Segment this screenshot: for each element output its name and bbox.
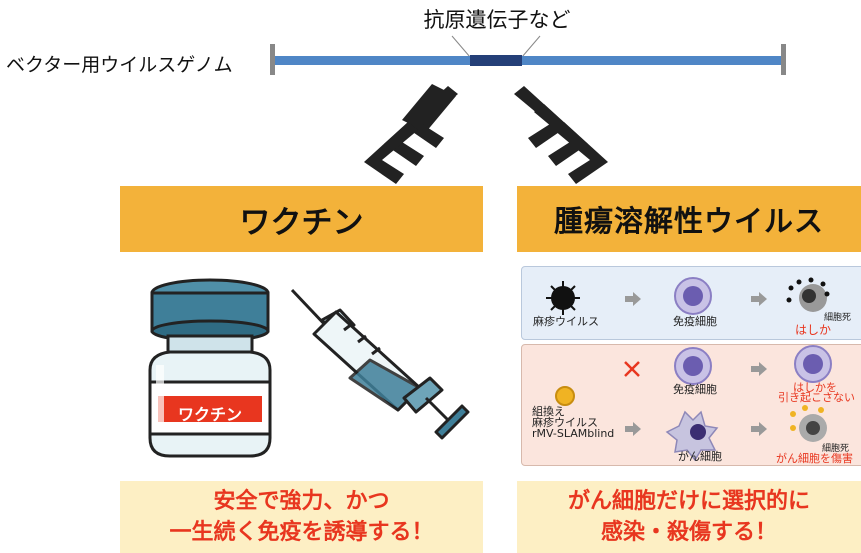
vaccine-summary: 安全で強力、かつ 一生続く免疫を誘導する！ xyxy=(120,481,483,553)
oncolytic-diagram xyxy=(546,277,832,462)
immune-cell-label: 免疫細胞 xyxy=(673,315,717,328)
vaccine-vial-icon xyxy=(148,278,272,458)
immune-cell-label: 免疫細胞 xyxy=(673,383,717,396)
cell-death-icon xyxy=(786,277,830,312)
arrow-icon xyxy=(625,422,641,436)
measles-virus-icon xyxy=(546,281,580,315)
right-chevrons xyxy=(514,86,608,184)
vaccine-summary-line1: 安全で強力、かつ xyxy=(213,489,390,514)
measles-disease-label: はしか xyxy=(795,323,832,337)
recombinant-virus-label-line3: rMV-SLAMblind xyxy=(532,427,615,440)
oncolytic-virus-title: 腫瘍溶解性ウイルス xyxy=(517,186,861,252)
cancer-cell-damage-label: がん細胞を傷害 xyxy=(776,452,853,465)
vaccine-illustration xyxy=(148,278,470,458)
immune-cell-icon xyxy=(674,347,712,385)
arrow-icon xyxy=(751,362,767,376)
cell-death-label: 細胞死 xyxy=(824,313,852,323)
arrow-icon xyxy=(625,292,641,306)
antigen-gene-label: 抗原遺伝子など xyxy=(423,8,571,32)
syringe-icon xyxy=(290,288,470,440)
vaccine-summary-line2: 一生続く免疫を誘導する！ xyxy=(169,520,434,545)
recombinant-virus-label-line1: 組換え xyxy=(532,405,565,418)
measles-virus-label: 麻疹ウイルス xyxy=(533,315,599,328)
antigen-pointer-left xyxy=(451,35,471,58)
immune-cell-icon xyxy=(674,277,712,315)
genome-diagram xyxy=(270,35,786,184)
oncolytic-summary-line1: がん細胞だけに選択的に xyxy=(567,489,810,514)
no-measles-label-line2: 引き起こさない xyxy=(778,391,855,404)
genome-bar-right-cap xyxy=(781,44,786,75)
genome-bar xyxy=(275,56,781,65)
recombinant-virus-label-line2: 麻疹ウイルス xyxy=(532,416,598,429)
vector-genome-label: ベクター用ウイルスゲノム xyxy=(6,54,233,76)
left-chevrons xyxy=(364,86,458,184)
arrow-icon xyxy=(751,422,767,436)
vaccine-title: ワクチン xyxy=(120,186,483,252)
cancer-cell-icon xyxy=(665,410,719,462)
antigen-gene-segment xyxy=(470,55,522,66)
oncolytic-summary-line2: 感染・殺傷する！ xyxy=(600,520,777,545)
no-measles-label-line1: はしかを xyxy=(793,381,837,394)
vial-label: ワクチン xyxy=(177,405,242,424)
antigen-pointer-right xyxy=(521,35,541,58)
cell-death-label: 細胞死 xyxy=(822,444,850,454)
oncolytic-summary: がん細胞だけに選択的に 感染・殺傷する！ xyxy=(517,481,861,553)
cancer-cell-death-icon xyxy=(790,405,827,442)
cancer-cell-label: がん細胞 xyxy=(678,450,722,463)
arrow-icon xyxy=(751,292,767,306)
cross-mark-icon xyxy=(624,361,640,377)
genome-bar-left-cap xyxy=(270,44,275,75)
recombinant-virus-icon xyxy=(555,386,575,406)
immune-cell-survives-icon xyxy=(794,345,832,383)
